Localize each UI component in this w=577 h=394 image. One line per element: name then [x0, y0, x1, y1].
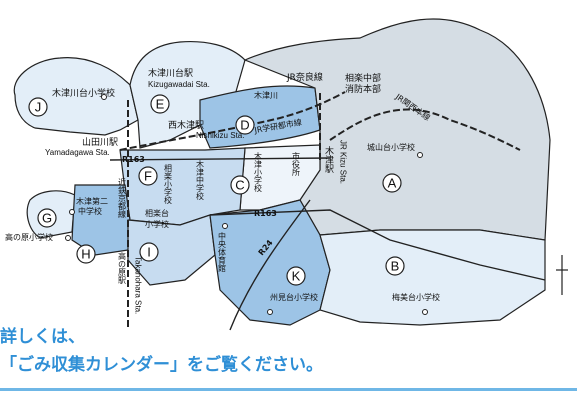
sorakudai-school-line1: 相楽台: [145, 208, 169, 218]
jr-nara-line-label: JR奈良線: [286, 71, 323, 83]
zone-h-letter: H: [81, 247, 90, 262]
notice-line-1: 詳しくは、: [0, 327, 85, 347]
central-gym-marker: [222, 223, 228, 229]
route-163-label-b: R163: [254, 209, 277, 218]
kizugawadai-school-label: 木津川台小学校: [52, 87, 115, 99]
zone-c-letter: C: [235, 178, 244, 193]
sorakudai-school-line2: 小学校: [145, 219, 169, 229]
kizu-river-label: 木津川: [254, 90, 278, 100]
kizu-elem-label: 木津小学校: [254, 151, 263, 193]
takanohara-school-label: 高の原小学校: [5, 232, 53, 242]
route-24-road: [229, 199, 311, 331]
zone-d-letter: D: [240, 118, 249, 133]
zone-f-circle: [138, 166, 158, 186]
zone-g-letter: G: [42, 211, 52, 226]
zone-h-marker: H: [76, 244, 96, 264]
soraku-fire-line2: 消防本部: [345, 83, 381, 95]
kizu-middle-label: 木津中学校: [196, 159, 205, 201]
zone-i-letter: I: [147, 245, 151, 260]
jr-kansai-line: [329, 108, 521, 151]
central-gym-label: 中央体育館: [218, 231, 227, 273]
kizu-daini-middle-line1: 木津第二: [76, 196, 108, 206]
zone-letter-group: A B C D E F G H I J K: [28, 94, 405, 286]
zone-d-circle: [235, 115, 255, 135]
zone-i-circle: [139, 242, 159, 262]
school-markers: [65, 94, 428, 315]
zone-k-circle: [286, 266, 306, 286]
route-163-road: [109, 157, 331, 161]
route-163-east-road: [209, 209, 546, 281]
notice-line-2: 「ごみ収集カレンダー」をご覧ください。: [0, 355, 323, 375]
map-labels: 木津川台駅 Kizugawadai Sta. 木津川台小学校 JR奈良線 相楽中…: [5, 67, 440, 314]
nishikizu-sta-en-label: Nishikizu Sta.: [196, 131, 244, 140]
route-163-label-a: R163: [122, 155, 145, 164]
zone-areas: [13, 18, 551, 326]
jr-gakken-line: [119, 91, 346, 151]
zone-g-marker: G: [37, 208, 57, 228]
zone-e-marker: E: [150, 94, 170, 114]
north-arrow: [556, 255, 568, 295]
zone-a-marker: A: [382, 173, 402, 193]
roads: [109, 157, 546, 331]
kizu-daini-middle-marker: [69, 209, 75, 215]
zone-b-marker: B: [385, 256, 405, 276]
shiroyamadai-school-label: 城山台小学校: [367, 142, 415, 152]
soraku-elem-label: 相楽小学校: [164, 163, 173, 205]
kintetsu-line-label: 近鉄京都線: [118, 177, 127, 218]
zone-j-circle: [28, 97, 48, 117]
zone-k-letter: K: [292, 269, 301, 284]
zone-b-area: [319, 229, 546, 326]
shukenomi-school-label: 州見台小学校: [270, 292, 318, 302]
zone-e-letter: E: [156, 97, 165, 112]
zone-e-circle: [150, 94, 170, 114]
zone-a-area: [243, 18, 551, 241]
takanohara-sta-en-label: Takanohara Sta.: [134, 256, 143, 314]
zone-j-marker: J: [28, 97, 48, 117]
railways: [119, 90, 521, 330]
footer-rule: [0, 388, 577, 391]
zone-h-circle: [76, 244, 96, 264]
zone-a-letter: A: [388, 176, 397, 191]
zone-j-letter: J: [35, 100, 42, 115]
shukenomi-school-marker: [267, 309, 273, 315]
takanohara-school-marker: [65, 235, 71, 241]
zone-i-area: [127, 214, 216, 286]
kizugawadai-sta-label: 木津川台駅: [148, 67, 193, 79]
kizugawadai-school-marker: [101, 94, 107, 100]
shiroyamadai-school-marker: [417, 152, 423, 158]
zone-b-circle: [385, 256, 405, 276]
zone-i-marker: I: [139, 242, 159, 262]
zone-d-marker: D: [235, 115, 255, 135]
zone-c-marker: C: [230, 175, 250, 195]
soraku-fire-line1: 相楽中部: [345, 72, 381, 84]
takanohara-sta-label: 高の原駅: [118, 251, 127, 285]
kizugawadai-sta-en-label: Kizugawadai Sta.: [148, 80, 210, 89]
zone-a-circle: [382, 173, 402, 193]
city-hall-label: 市役所: [292, 151, 301, 177]
kizu-sta-label: 木津駅: [323, 145, 334, 174]
zone-f-marker: F: [138, 166, 158, 186]
zone-c-circle: [230, 175, 250, 195]
kizu-daini-middle-line2: 中学校: [78, 206, 102, 216]
yamadagawa-sta-en-label: Yamadagawa Sta.: [45, 148, 110, 157]
zone-g-circle: [37, 208, 57, 228]
umemidai-school-marker: [422, 309, 428, 315]
zone-j-area: [13, 57, 139, 136]
zone-k-marker: K: [286, 266, 306, 286]
kizu-sta-en-label: JR Kizu Sta.: [339, 140, 348, 184]
umemidai-school-label: 梅美台小学校: [392, 292, 440, 302]
yamadagawa-sta-label: 山田川駅: [82, 137, 118, 148]
nishikizu-sta-label: 西木津駅: [168, 119, 204, 131]
zone-f-letter: F: [144, 169, 152, 184]
zone-b-letter: B: [391, 259, 400, 274]
